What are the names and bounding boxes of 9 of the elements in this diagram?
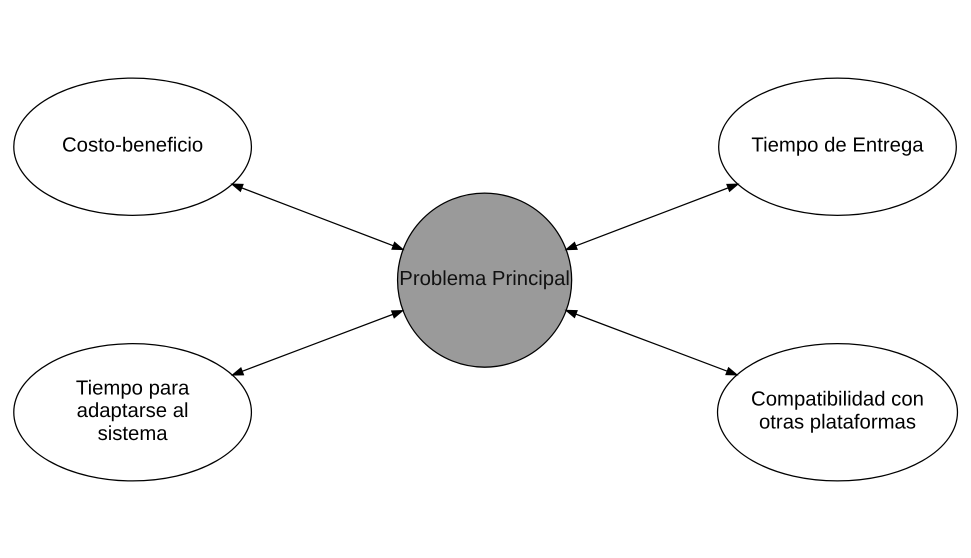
node-ellipse: Tiempo para adaptarse al sistema bbox=[13, 342, 252, 482]
node-ellipse: Compatibilidad con otras plataformas bbox=[716, 342, 958, 482]
arrow bbox=[230, 310, 404, 376]
arrow bbox=[564, 183, 740, 250]
node-circle: Problema Principal bbox=[396, 192, 572, 368]
node-ellipse: Tiempo de Entrega bbox=[718, 76, 957, 216]
node-ellipse: Costo-beneficio bbox=[13, 76, 252, 216]
arrow bbox=[230, 183, 405, 250]
arrow bbox=[564, 309, 739, 375]
